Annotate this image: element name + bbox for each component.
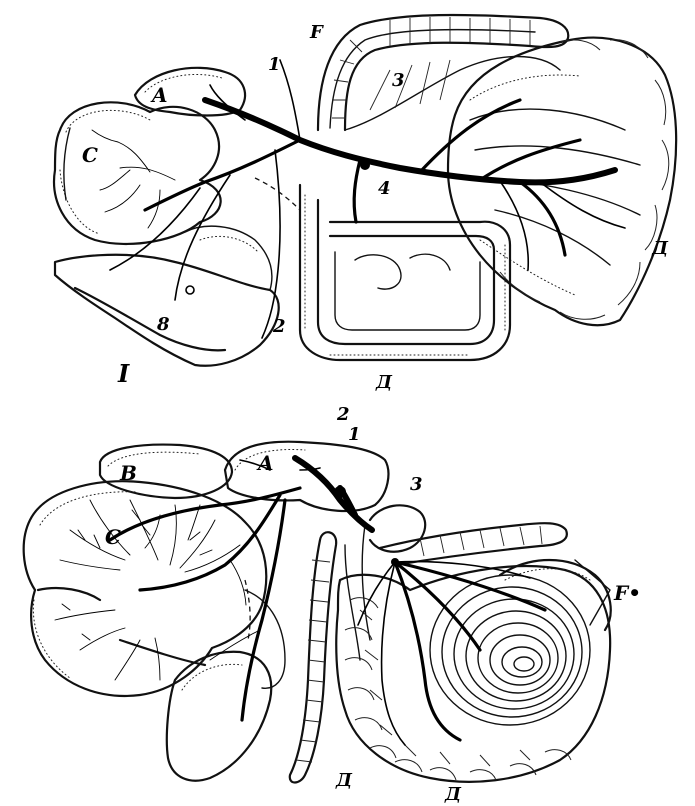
organ-f-bottom [380,523,567,565]
figure-bottom: B A C F• Д Д 1 2 3 [24,404,641,805]
label-f-top: F [309,22,324,43]
label-3-bottom: 3 [410,474,423,495]
figure-top: A C F 8 Д Д 1 2 3 4 I [54,15,676,393]
label-c-top: C [82,143,98,167]
label-2-top: 2 [272,316,286,337]
vessel-trunk-top [205,100,615,182]
organ-b-top [55,255,279,366]
label-d-right-top: Д [651,238,669,259]
organ-d-bottom-top [300,185,510,360]
figure-numeral: I [117,359,130,388]
label-8-top: 8 [156,314,170,335]
vessel-trunk-bottom [295,458,372,530]
organ-lower-bottom [167,652,271,781]
label-3-top: 3 [392,70,405,91]
label-4-top: 4 [378,178,391,199]
label-c-bottom: C [105,525,121,549]
label-1-top: 1 [268,54,281,75]
label-b-bottom: B [119,461,137,485]
label-a-top: A [150,83,168,107]
label-1-bottom: 1 [348,424,361,445]
label-d-left-bottom: Д [335,770,353,791]
organ-c-top [54,102,221,244]
organ-d-left-bottom [290,532,336,782]
label-a-bottom: A [256,451,274,475]
label-f-bottom: F• [613,581,641,605]
label-d-bottom-top: Д [375,372,393,393]
label-2-bottom: 2 [336,404,350,425]
label-d-bottom-bottom: Д [444,784,462,805]
